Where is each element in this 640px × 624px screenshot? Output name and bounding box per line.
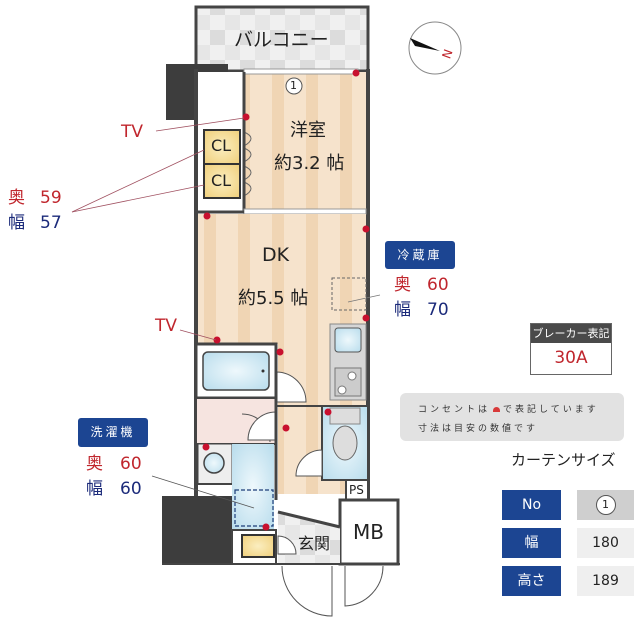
note-line-1: コンセントは で表記しています: [418, 402, 599, 415]
dk-size: 約5.5 帖: [238, 288, 309, 309]
note-text: コンセントは: [418, 405, 491, 415]
depth-label: 奥: [8, 188, 25, 208]
ps-label: PS: [349, 483, 364, 497]
western-room-floor: [244, 72, 368, 212]
width-label: 幅: [8, 213, 25, 233]
entrance-label: 玄関: [298, 534, 331, 553]
curtain-value-no: 1: [577, 490, 634, 520]
circled-number: 1: [595, 495, 616, 515]
western-room-name: 洋室: [290, 120, 326, 141]
depth-label: 奥: [86, 454, 103, 474]
note-text: で表記しています: [503, 405, 599, 415]
dk-floor: [198, 214, 366, 344]
width-label: 幅: [394, 300, 411, 320]
curtain-header-width: 幅: [502, 528, 561, 558]
dk-name: DK: [262, 244, 290, 266]
fridge-tag: 冷蔵庫: [385, 241, 455, 269]
curtain-size-title: カーテンサイズ: [511, 451, 616, 469]
curtain-header-height: 高さ: [502, 566, 561, 596]
mb-label: MB: [353, 520, 384, 544]
closet-2-label: CL: [211, 171, 232, 190]
width-label: 幅: [86, 479, 103, 499]
curtain-value-width: 180: [577, 528, 634, 558]
balcony-area: [194, 5, 370, 73]
breaker-box: ブレーカー表記 30A: [530, 323, 612, 375]
tv-label-dk: TV: [155, 316, 178, 336]
tv-label-western: TV: [121, 122, 144, 142]
toilet: [332, 425, 358, 461]
washer-space: [234, 489, 274, 527]
closet-1: [203, 129, 241, 165]
depth-value: 60: [427, 275, 449, 295]
notes-box: コンセントは で表記しています 寸法は目安の数値です: [400, 393, 624, 441]
compass-icon: [408, 21, 462, 75]
width-value: 57: [40, 213, 62, 233]
balcony-label: バルコニー: [234, 29, 329, 51]
wash-basin: [203, 452, 225, 474]
depth-value: 60: [120, 454, 142, 474]
bathtub: [202, 351, 270, 391]
width-value: 60: [120, 479, 142, 499]
breaker-title: ブレーカー表記: [531, 324, 611, 343]
leader-lines: [71, 117, 245, 341]
structural-column: [162, 496, 232, 564]
curtain-value-height: 189: [577, 566, 634, 596]
depth-value: 59: [40, 188, 62, 208]
width-value: 70: [427, 300, 449, 320]
western-room-size: 約3.2 帖: [274, 153, 345, 174]
outlet-icon: [493, 407, 501, 412]
closet-1-label: CL: [211, 136, 232, 155]
fridge-space: [331, 277, 367, 311]
depth-label: 奥: [394, 275, 411, 295]
note-line-2: 寸法は目安の数値です: [418, 424, 539, 434]
washer-tag: 洗濯機: [78, 418, 148, 447]
curtain-header-no: No: [502, 490, 561, 520]
closet-2: [203, 163, 241, 199]
breaker-value: 30A: [554, 348, 588, 368]
outlet-icon: [202, 69, 370, 531]
window-marker: 1: [290, 79, 297, 92]
